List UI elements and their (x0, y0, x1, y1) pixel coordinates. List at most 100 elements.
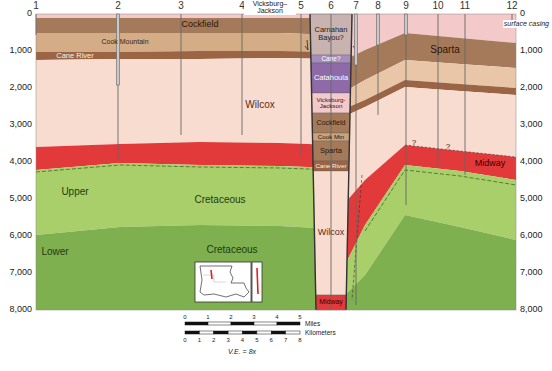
scale-number: 2 (212, 337, 215, 343)
wilcox-layer (36, 58, 335, 147)
scale-number: 3 (226, 337, 229, 343)
well-number: 6 (328, 1, 334, 12)
scale-bar-kilometers (228, 331, 242, 334)
formation-label: Midway (475, 159, 506, 168)
depth-label: 5,000 (520, 194, 543, 203)
depth-label: 2,000 (520, 83, 543, 92)
fault-line (346, 14, 352, 310)
formation-label: Cockfield (317, 119, 346, 126)
well-number: 8 (375, 1, 381, 12)
depth-label: 4,000 (9, 157, 32, 166)
well-casing (117, 14, 120, 85)
well-line (438, 14, 439, 165)
depth-label: 0 (27, 9, 32, 18)
section-frame (36, 14, 516, 310)
formation-label: Lower (41, 247, 68, 258)
well-number: 11 (460, 1, 470, 12)
depth-label: 6,000 (9, 231, 32, 240)
formation-label: Catahoula (314, 74, 348, 82)
depth-label: 4,000 (520, 157, 543, 166)
well-number: 2 (115, 1, 121, 12)
inset-map-frame (195, 262, 251, 302)
scale-bar-miles (231, 322, 254, 325)
formation-label: Cook Mountain (101, 38, 148, 45)
depth-label: 2,000 (9, 83, 32, 92)
section-location (257, 268, 258, 294)
well-number: 3 (178, 1, 184, 12)
parish-lines (203, 275, 226, 282)
formation-label: Carnahan Bayou? (312, 26, 350, 42)
formation-label: Sparta (430, 45, 459, 56)
formation-label: Cane River (316, 163, 347, 170)
formation-label: Cretaceous (194, 195, 245, 206)
upper-cretaceous-layer (330, 165, 516, 310)
scale-number: 1 (198, 337, 201, 343)
formation-label: Sparta (320, 147, 342, 155)
scale-bar-miles (208, 322, 231, 325)
formation-label: Cane River (56, 52, 94, 60)
formation-label: Vicksburg-Jackson (313, 97, 349, 110)
cockfield-layer (36, 18, 335, 35)
scale-number: 6 (270, 337, 273, 343)
scale-number: 8 (298, 337, 301, 343)
scale-bar-miles (185, 322, 208, 325)
lower-cretaceous-layer (330, 215, 516, 310)
note-label: surface casing (503, 20, 550, 27)
scale-number: 5 (298, 314, 301, 320)
query-mark: ? (412, 139, 416, 147)
scale-bar-kilometers (243, 331, 257, 334)
well-line (118, 14, 119, 160)
well-number: 5 (298, 1, 304, 12)
scale-number: 0 (183, 314, 186, 320)
scale-bar-kilometers (214, 331, 228, 334)
fault-arrow (305, 40, 308, 50)
contact-line (36, 165, 335, 172)
scale-bar-miles (254, 322, 277, 325)
depth-label: 0 (520, 9, 525, 18)
formation-label: Vicksburg–Jackson (244, 0, 296, 15)
scale-number: 7 (284, 337, 287, 343)
well-number: 1 (33, 1, 39, 12)
scale-bar-miles (277, 322, 300, 325)
lower-cretaceous-layer (36, 225, 335, 310)
scale-unit: Kilometers (305, 330, 336, 337)
scale-number: 0 (183, 337, 186, 343)
well-number: 12 (506, 1, 517, 12)
cook-mountain-layer (36, 33, 335, 52)
scale-number: 3 (252, 314, 255, 320)
formation-label: Wilcox (318, 228, 345, 237)
depth-label: 7,000 (520, 268, 543, 277)
formation-label: Cretaceous (206, 245, 257, 256)
formation-label: Cockfield (181, 20, 218, 29)
scale-number: 5 (255, 337, 258, 343)
well-casing (355, 14, 358, 65)
depth-label: 6,000 (520, 231, 543, 240)
well-number: 7 (353, 1, 359, 12)
well-line (406, 14, 407, 205)
contact-line (405, 145, 516, 157)
well-line (181, 14, 182, 135)
fault-line (310, 14, 316, 310)
vertical-exaggeration: V.E. = 8x (228, 348, 256, 355)
formation-label: Upper (61, 187, 88, 198)
contact-line (365, 170, 516, 231)
well-casing (377, 14, 380, 45)
well-line (465, 14, 466, 175)
depth-label: 1,000 (520, 46, 543, 55)
scale-number: 1 (206, 314, 209, 320)
depth-label: 8,000 (520, 305, 543, 314)
scale-bar-kilometers (257, 331, 271, 334)
well-line (378, 14, 379, 115)
formation-label: Midway (319, 298, 343, 305)
scale-number: 4 (275, 314, 278, 320)
query-mark: ? (446, 143, 450, 151)
well-number: 10 (432, 1, 443, 12)
depth-label: 7,000 (9, 268, 32, 277)
scale-bar-kilometers (286, 331, 300, 334)
scale-number: 4 (241, 337, 244, 343)
scale-number: 2 (229, 314, 232, 320)
depth-label: 8,000 (9, 305, 32, 314)
section-location (211, 270, 212, 279)
depth-label: 3,000 (520, 120, 543, 129)
